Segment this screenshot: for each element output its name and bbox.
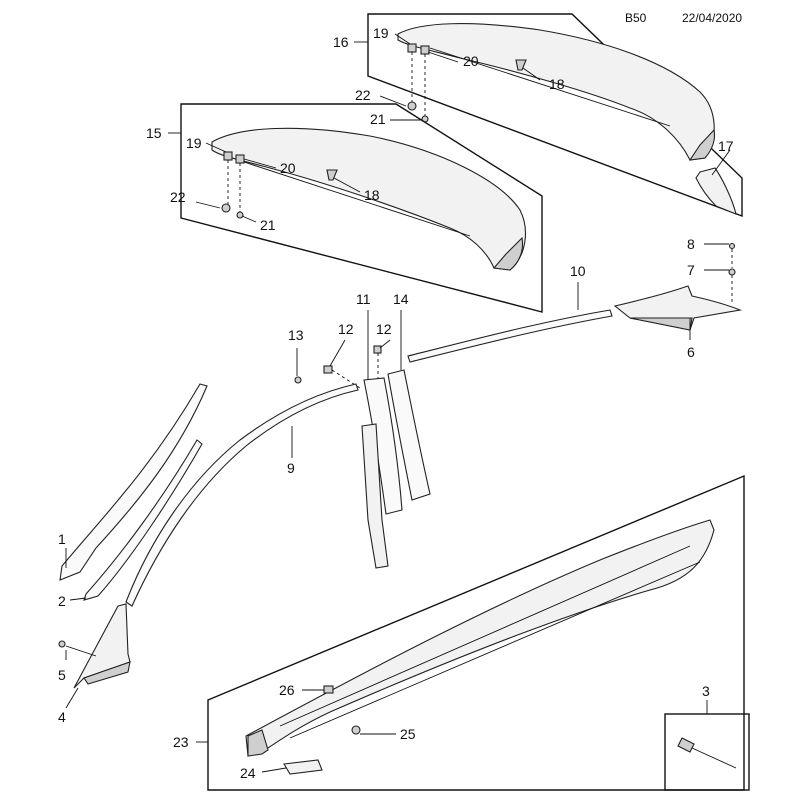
rivet-3 [677,737,695,753]
spoiler-group-16 [354,13,743,218]
pillar-trim-group [294,310,431,569]
side-sill-group [196,474,745,791]
frame-15 [180,103,543,313]
roof-rail-9 [125,383,359,607]
a-pillar-group [59,383,208,601]
frame-3 [664,713,750,791]
callout-8: 8 [687,236,695,252]
callout-2: 2 [58,593,66,609]
callout-20a: 20 [280,160,296,176]
callout-17: 17 [718,138,734,154]
callout-23: 23 [173,734,189,750]
callout-6: 6 [687,344,695,360]
roof-moulding-10 [407,309,613,363]
mirror-trim-group [58,603,131,709]
callout-13: 13 [288,327,304,343]
callout-15: 15 [146,125,162,141]
rivet-group-3 [664,700,750,791]
pillar-trim-11 [363,377,403,515]
callout-14: 14 [393,291,409,307]
callout-4: 4 [58,709,66,725]
callout-10: 10 [570,263,586,279]
callout-22b: 22 [355,87,371,103]
frame-16 [367,13,743,218]
bracket-24 [283,759,323,775]
callout-7: 7 [687,262,695,278]
callout-1: 1 [58,531,66,547]
callout-12b: 12 [376,321,392,337]
callout-21b: 21 [370,111,386,127]
callout-20b: 20 [463,53,479,69]
callout-18b: 18 [549,76,565,92]
callout-3: 3 [702,683,710,699]
callout-5: 5 [58,667,66,683]
callout-12a: 12 [338,321,354,337]
a-pillar-seal-2 [83,439,203,601]
callout-11: 11 [356,291,371,307]
callout-22a: 22 [170,189,186,205]
diagram-code: B50 [625,11,647,25]
callout-19b: 19 [373,25,389,41]
a-pillar-trim-1 [59,383,208,581]
callout-21a: 21 [260,217,276,233]
callout-19a: 19 [186,135,202,151]
callout-24: 24 [240,765,256,781]
callout-25: 25 [400,726,416,742]
pillar-trim-14 [387,369,431,501]
callout-16: 16 [333,34,349,50]
end-cap-17 [695,167,737,215]
callout-18a: 18 [364,187,380,203]
pillar-bracket [361,423,389,569]
roof-trim-group [407,242,743,363]
spoiler-group-15 [168,103,543,313]
clip-25 [351,725,361,735]
callout-9: 9 [287,460,295,476]
callout-26: 26 [279,682,295,698]
roof-rail-group [125,383,359,607]
clip-26 [323,685,334,694]
diagram-date: 22/04/2020 [682,11,742,25]
